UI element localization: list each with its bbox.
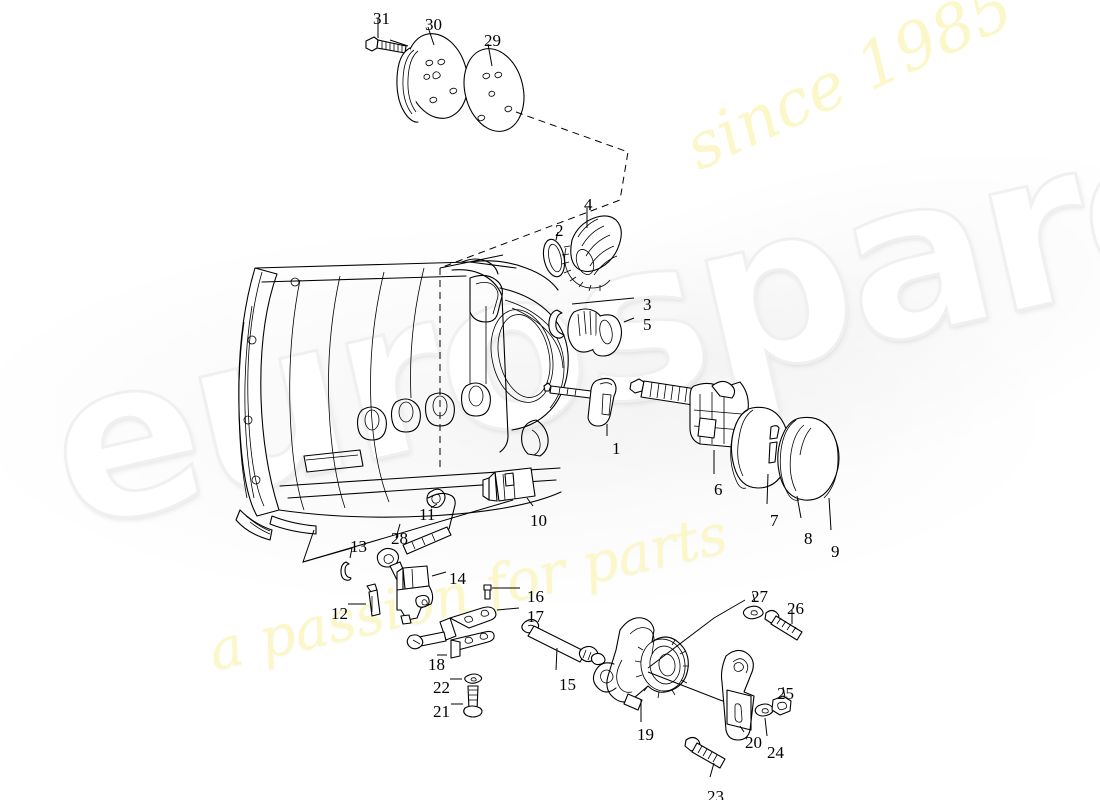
callout-label-19[interactable]: 19: [637, 725, 654, 744]
part-3-snap-ring: [548, 297, 635, 339]
callout-label-11[interactable]: 11: [419, 505, 436, 524]
callout-label-29[interactable]: 29: [484, 31, 501, 50]
part-29-gasket: [463, 43, 525, 132]
part-26-bolt: [764, 609, 803, 641]
part-10-switch-block: [482, 467, 536, 507]
callout-label-26[interactable]: 26: [787, 599, 804, 618]
callout-label-13[interactable]: 13: [350, 537, 367, 556]
callout-label-10[interactable]: 10: [530, 511, 547, 530]
callout-label-9[interactable]: 9: [831, 542, 840, 561]
part-23-bolt: [684, 736, 726, 778]
callout-label-6[interactable]: 6: [714, 480, 723, 499]
callout-label-24[interactable]: 24: [767, 743, 784, 762]
part-27-washer: [742, 593, 764, 620]
callout-label-5[interactable]: 5: [643, 315, 652, 334]
callout-label-30[interactable]: 30: [425, 15, 442, 34]
callout-label-2[interactable]: 2: [555, 221, 564, 240]
part-24-washer: [754, 703, 774, 737]
part-31-bolt: [365, 18, 407, 54]
callout-label-22[interactable]: 22: [433, 678, 450, 697]
part-2-sealing-ring: [542, 231, 566, 278]
callout-label-16[interactable]: 16: [527, 587, 544, 606]
part-9-retaining-ring-outer: [823, 423, 839, 531]
callout-label-20[interactable]: 20: [745, 733, 762, 752]
part-12-clip: [348, 583, 381, 617]
callout-label-27[interactable]: 27: [751, 587, 768, 606]
part-19-support-bracket: [592, 599, 746, 722]
part-5-driven-gear: [567, 308, 635, 357]
callout-label-12[interactable]: 12: [331, 604, 348, 623]
callout-label-23[interactable]: 23: [707, 787, 724, 800]
part-21-bolt: [451, 685, 483, 718]
callout-label-7[interactable]: 7: [770, 511, 779, 530]
part-14-detent-lever: [396, 565, 447, 625]
part-22-washer: [450, 673, 483, 684]
callout-label-8[interactable]: 8: [804, 529, 813, 548]
part-28-selector-rod: [376, 492, 456, 581]
callout-label-21[interactable]: 21: [433, 702, 450, 721]
part-13-circlip: [302, 499, 514, 581]
part-17-lever-arm: [406, 606, 520, 650]
part-15-pin: [521, 618, 606, 671]
callout-label-1[interactable]: 1: [612, 439, 621, 458]
callout-label-17[interactable]: 17: [527, 607, 544, 626]
callout-label-3[interactable]: 3: [643, 295, 652, 314]
callout-label-14[interactable]: 14: [449, 569, 466, 588]
callout-label-18[interactable]: 18: [428, 655, 445, 674]
callout-label-15[interactable]: 15: [559, 675, 576, 694]
part-20-pawl-bracket: [720, 649, 755, 741]
callout-label-31[interactable]: 31: [373, 9, 390, 28]
part-25-nut: [771, 686, 792, 716]
part-16-stud: [483, 584, 520, 600]
part-18-bracket: [437, 630, 495, 659]
part-7-end-cover: [730, 406, 791, 505]
part-4-helical-drive-gear: [561, 208, 622, 292]
callout-label-25[interactable]: 25: [777, 684, 794, 703]
part-1-selector-shaft: [543, 377, 617, 436]
callout-label-4[interactable]: 4: [584, 195, 593, 214]
part-30-cover-flange: [389, 26, 469, 123]
callout-label-28[interactable]: 28: [391, 529, 408, 548]
part-8-retaining-ring: [777, 416, 840, 519]
